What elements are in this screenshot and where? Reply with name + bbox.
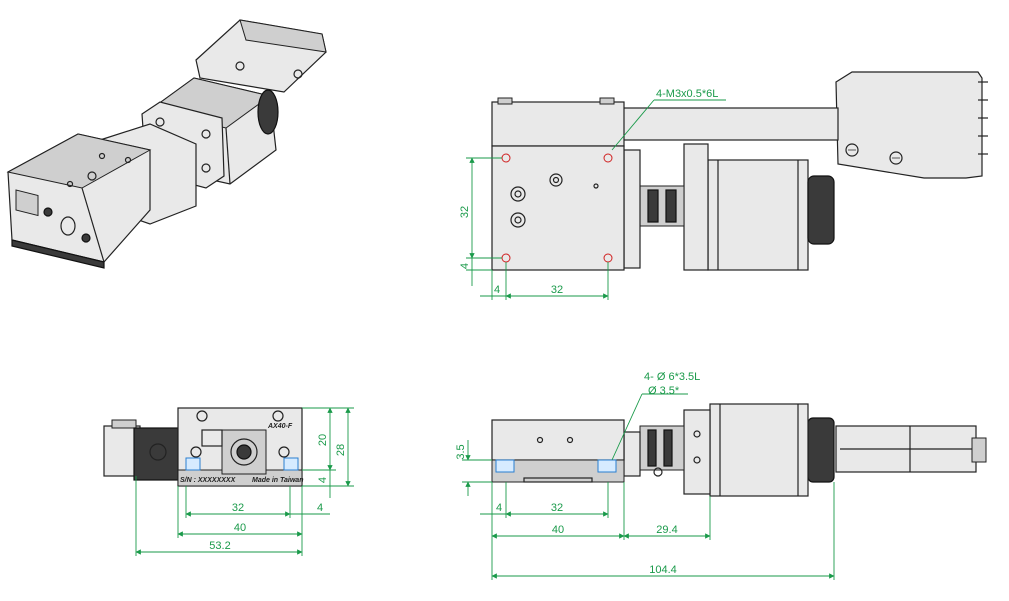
- callout-counterbore: 4- Ø 6*3.5L: [644, 371, 700, 383]
- top-back-plate: [491, 101, 625, 147]
- label-serial: S/N : XXXXXXXX: [180, 477, 237, 484]
- dim-side-29-4: 29.4: [656, 524, 677, 536]
- top-stage-plate: [491, 145, 625, 271]
- side-view-dimensions: 4- Ø 6*3.5L Ø 3.5* 3.5 4 32 40 29.4 104.…: [455, 371, 835, 580]
- top-knob: [807, 175, 835, 245]
- callout-tapped-holes: 4-M3x0.5*6L: [656, 88, 718, 100]
- side-motor-flange: [683, 409, 711, 495]
- dim-top-offset-y: 4: [459, 263, 471, 269]
- side-knob: [807, 417, 835, 483]
- dim-top-width: 32: [551, 284, 563, 296]
- isometric-view: [6, 19, 327, 269]
- label-origin: Made in Taiwan: [252, 477, 303, 484]
- top-connector-housing: [835, 71, 983, 179]
- dim-front-53-2: 53.2: [209, 540, 230, 552]
- top-motor-flange: [683, 143, 709, 271]
- dim-front-4-vert: 4: [317, 477, 329, 483]
- front-view-dimensions: 20 28 4 32 4 40 53.2: [135, 407, 354, 556]
- side-stage-top: [491, 419, 625, 461]
- callout-through-hole: Ø 3.5*: [648, 385, 680, 397]
- top-view: [491, 71, 988, 271]
- front-motor-dark: [133, 427, 179, 481]
- dim-front-4-right: 4: [317, 502, 323, 514]
- dim-side-32: 32: [551, 502, 563, 514]
- side-view: [491, 403, 987, 497]
- top-motor: [707, 159, 809, 271]
- dim-top-height: 32: [459, 206, 471, 218]
- dim-side-104-4: 104.4: [649, 564, 677, 576]
- dim-side-4: 4: [496, 502, 502, 514]
- side-motor: [709, 403, 809, 497]
- dim-front-40: 40: [234, 522, 246, 534]
- dim-front-32: 32: [232, 502, 244, 514]
- label-model: AX40-F: [267, 423, 293, 430]
- dim-front-20: 20: [317, 434, 329, 446]
- top-view-dimensions: 4-M3x0.5*6L 32 4 4 32: [459, 88, 726, 300]
- top-cable-bar: [619, 107, 839, 141]
- top-coupling: [639, 185, 685, 227]
- dim-side-40: 40: [552, 524, 564, 536]
- dim-side-3-5: 3.5: [455, 444, 467, 459]
- dim-top-offset-x: 4: [494, 284, 500, 296]
- dim-front-28: 28: [335, 444, 347, 456]
- side-coupling: [639, 425, 685, 471]
- front-view: AX40-F S/N : XXXXXXXX Made in Taiwan: [103, 407, 303, 487]
